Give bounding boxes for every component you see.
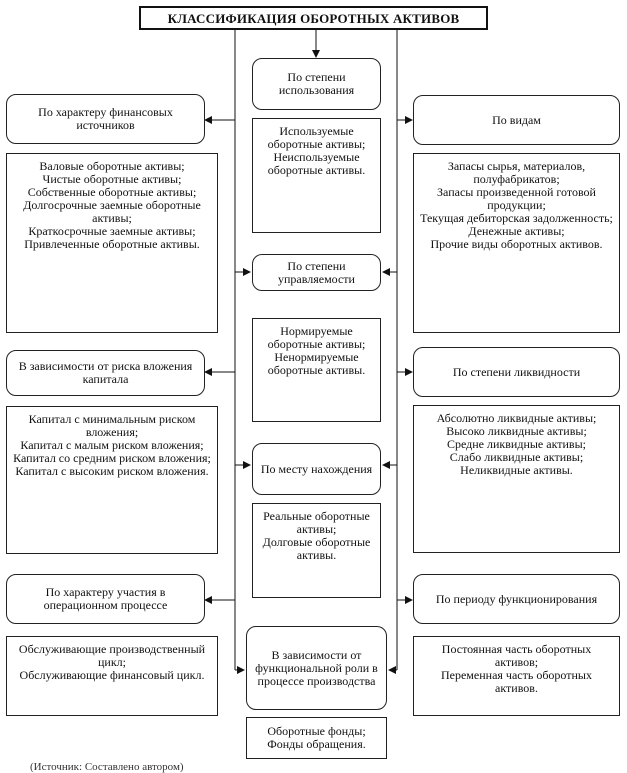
list-item: Капитал с высоким риском вложения. (15, 464, 209, 478)
list-item: Фонды обращения. (267, 737, 366, 751)
list-item: Привлеченные оборотные активы. (24, 237, 200, 251)
list-item: Долгосрочные заемные оборотные активы; (23, 198, 201, 225)
list-item: Высоко ликвидные активы; (446, 424, 587, 438)
list-item: Капитал с малым риском вложения; (20, 438, 204, 452)
left-1-header: По характеру финансовых источников (6, 94, 205, 144)
center-2-header: По степени управляемости (252, 254, 381, 291)
center-2-content: Нормируемые оборотные активы;Ненормируем… (252, 318, 381, 422)
right-2-header: По степени ликвидности (413, 347, 620, 397)
center-4-header: В зависимости от функциональной роли в п… (246, 626, 387, 710)
center-3-header: По месту нахождения (252, 443, 381, 495)
list-item: Средне ликвидные активы; (446, 437, 586, 451)
left-3-content: Обслуживающие производственный цикл; Обс… (6, 636, 218, 716)
list-item: Используемые оборотные активы; (267, 124, 366, 151)
list-item: Прочие виды оборотных активов. (430, 237, 603, 251)
list-item: Собственные оборотные активы; (27, 185, 197, 199)
list-item: Неиспользуемые оборотные активы. (267, 150, 366, 177)
list-item: Постоянная часть оборотных активов; (441, 642, 592, 669)
list-item: Запасы произведенной готовой продукции; (437, 185, 596, 212)
list-item: Чистые оборотные активы; (42, 172, 182, 186)
source-footnote: (Источник: Составлено автором) (30, 761, 184, 773)
list-item: Неликвидные активы. (460, 463, 573, 477)
right-1-content: Запасы сырья, материалов, полуфабрикатов… (413, 153, 620, 333)
list-item: Обслуживающие производственный цикл; (18, 642, 206, 669)
right-1-header: По видам (413, 95, 620, 145)
center-4-content: Оборотные фонды;Фонды обращения. (246, 717, 387, 759)
list-item: Денежные активы; (468, 224, 565, 238)
list-item: Запасы сырья, материалов, полуфабрикатов… (447, 159, 586, 186)
left-3-header: По характеру участия в операционном проц… (6, 574, 205, 624)
list-item: Ненормируемые оборотные активы. (267, 350, 366, 377)
list-item: Реальные оборотные активы; (263, 509, 370, 536)
list-item: Текущая дебиторская задолженность; (420, 211, 613, 225)
list-item: Долговые оборотные активы. (262, 535, 371, 562)
right-2-content: Абсолютно ликвидные активы; Высоко ликви… (413, 405, 620, 553)
left-2-header: В зависимости от риска вложения капитала (6, 350, 205, 396)
list-item: Слабо ликвидные активы; (449, 450, 584, 464)
list-item: Валовые оборотные активы; (39, 159, 185, 173)
left-2-content: Капитал с минимальным риском вложения; К… (6, 406, 218, 554)
right-3-header: По периоду функционирования (413, 574, 620, 624)
list-item: Абсолютно ликвидные активы; (436, 411, 597, 425)
list-item: Краткосрочные заемные активы; (28, 224, 196, 238)
center-1-header: По степени использования (252, 58, 381, 110)
list-item: Оборотные фонды; (267, 724, 366, 738)
center-3-content: Реальные оборотные активы;Долговые оборо… (252, 503, 381, 598)
center-1-content: Используемые оборотные активы;Неиспользу… (252, 118, 381, 233)
list-item: Капитал с минимальным риском вложения; (28, 412, 196, 439)
right-3-content: Постоянная часть оборотных активов; Пере… (413, 636, 620, 716)
list-item: Обслуживающие финансовый цикл. (19, 668, 205, 682)
diagram-title: КЛАССИФИКАЦИЯ ОБОРОТНЫХ АКТИВОВ (139, 6, 488, 30)
list-item: Переменная часть оборотных активов. (440, 668, 592, 695)
left-1-content: Валовые оборотные активы; Чистые оборотн… (6, 153, 218, 333)
list-item: Капитал со средним риском вложения; (13, 451, 211, 465)
list-item: Нормируемые оборотные активы; (267, 324, 366, 351)
